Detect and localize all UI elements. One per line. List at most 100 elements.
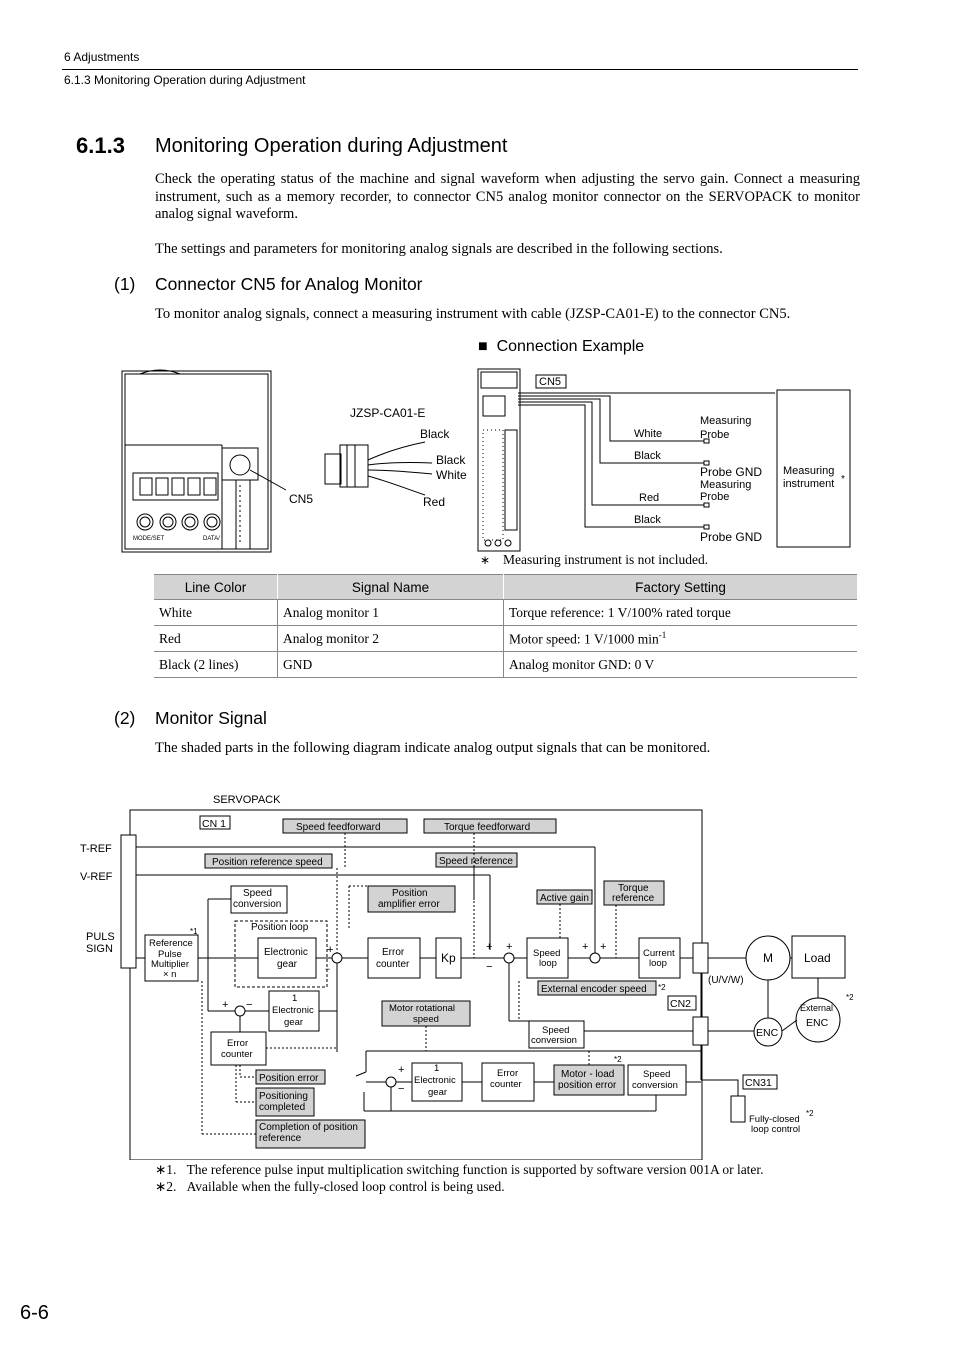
t-ref-label: T-REF [80,843,112,855]
svg-text:−: − [486,961,492,973]
cn2-box [667,995,697,1011]
table-cell: Torque reference: 1 V/100% rated torque [503,599,857,626]
position-reference-speed-box [204,853,333,869]
table-cell: GND [277,651,504,678]
external-encoder-speed-label: External encoder speed [541,984,647,995]
position-amplifier-error-label-a: Position [392,888,428,899]
section-title: Monitoring Operation during Adjustment [155,135,508,157]
position-reference-speed-label: Position reference speed [212,857,323,868]
gear-one-bottom: 1 [434,1063,439,1074]
position-loop-frame [234,920,328,988]
table-cell-text: Motor speed: 1 V/1000 min [509,631,659,647]
instrument-label-a: Measuring [783,465,834,477]
motor-rotational-speed-box [381,1000,471,1027]
right-wire-red: Red [639,492,659,504]
subsection-2-text: The shaded parts in the following diagra… [155,740,711,756]
intro-paragraph-2: The settings and parameters for monitori… [155,241,723,257]
panel-buttons [136,513,221,531]
electronic-gear-block-mid [268,990,320,1032]
error-counter-top-a: Error [382,947,405,958]
electronic-gear-top-b: gear [277,959,298,970]
instrument-star: * [841,474,845,485]
fully-closed-label-b: loop control [751,1124,800,1135]
gear-one-mid: 1 [292,993,297,1004]
positioning-completed-box [255,1087,315,1117]
speed-conversion-block-bottom [627,1064,687,1096]
star2-mark-a: *2 [658,983,666,992]
intro-paragraph-1: Check the operating status of the machin… [155,171,860,222]
electronic-gear-block-top [257,937,317,979]
table-cell: Analog monitor 1 [277,599,504,626]
servopack-front-view [121,369,287,553]
col-header-factory-setting: Factory Setting [503,574,857,600]
right-wire-black-1: Black [634,450,661,462]
table-row: Red Analog monitor 2 Motor speed: 1 V/10… [154,625,857,652]
col-header-line-color: Line Color [154,574,278,600]
electronic-gear-bottom-a: Electronic [414,1075,456,1086]
probe-wires [518,389,851,548]
ref-pulse-label-a: Reference [149,938,193,949]
electronic-gear-top-a: Electronic [264,947,308,958]
cn5-right-label: CN5 [539,376,561,388]
electronic-gear-bottom-b: gear [428,1087,447,1098]
puls-label: PULS [86,931,115,943]
ref-pulse-label-d: × n [163,969,176,980]
monitor-signal-diagram: CN 1 SERVOPACK T-REF V-REF PULS SIGN Spe… [80,794,854,1160]
measuring-instrument-box [776,389,851,548]
connection-example-label: Connection Example [496,338,645,355]
speed-conversion-mid-b: conversion [531,1035,577,1046]
table-cell: Analog monitor GND: 0 V [503,651,857,678]
servopack-label: SERVOPACK [213,794,281,806]
servopack-boundary [129,809,703,1160]
load-label: Load [804,951,831,965]
motor-load-position-error-box [553,1064,625,1096]
section-number: 6.1.3 [76,133,125,158]
error-counter-left-b: counter [221,1049,253,1060]
electronic-gear-mid-a: Electronic [272,1005,314,1016]
external-enc-label: ENC [806,1017,829,1029]
summing-signs: +− ++− ++ +− +− [222,941,606,1095]
superscript-exponent: -1 [658,629,667,640]
torque-reference-box [603,880,665,906]
error-counter-top-b: counter [376,959,410,970]
fully-closed-label-a: Fully-closed [749,1114,800,1125]
seven-segment-display [139,477,217,496]
footnote-1: ∗1. The reference pulse input multiplica… [155,1162,764,1178]
footnote-1-mark: ∗1. [155,1162,177,1177]
active-gain-box [536,889,593,905]
wire-black-2: Black [436,453,466,467]
ref-pulse-label-b: Pulse [158,949,182,960]
cn5-left-label: CN5 [289,492,313,506]
table-row: White Analog monitor 1 Torque reference:… [154,599,857,626]
svg-text:+: + [327,944,333,956]
measuring-probe-2b: Probe [700,491,729,503]
svg-text:−: − [398,1083,404,1095]
active-gain-label: Active gain [540,893,589,904]
svg-text:+: + [398,1064,404,1076]
wire-red: Red [423,495,445,509]
svg-text:−: − [325,964,330,974]
table-cell: Red [154,625,278,652]
sign-label: SIGN [86,943,113,955]
table-cell: Analog monitor 2 [277,625,504,652]
running-header-chapter: 6 Adjustments [64,50,140,64]
probe-gnd-2: Probe GND [700,530,762,544]
star2-mark-b: *2 [846,993,854,1002]
cn1-connector [120,834,137,969]
table-cell: White [154,599,278,626]
current-loop-label-a: Current [643,948,675,959]
speed-reference-label: Speed reference [439,856,513,867]
completion-label-b: reference [259,1133,302,1144]
star1-mark: *1 [190,927,198,936]
electronic-gear-block-bottom [411,1062,463,1102]
speed-conversion-bottom-a: Speed [643,1069,670,1080]
analog-monitor-table: Line Color Signal Name Factory Setting W… [154,574,857,678]
running-header-section: 6.1.3 Monitoring Operation during Adjust… [64,73,306,87]
completion-label-a: Completion of position [259,1122,358,1133]
measuring-probe-2a: Measuring [700,479,751,491]
positioning-label-a: Positioning [259,1091,308,1102]
torque-feedforward-box [423,818,557,834]
probe-gnd-1: Probe GND [700,465,762,479]
page-number: 6-6 [20,1302,49,1324]
cn31-box [742,1074,778,1090]
